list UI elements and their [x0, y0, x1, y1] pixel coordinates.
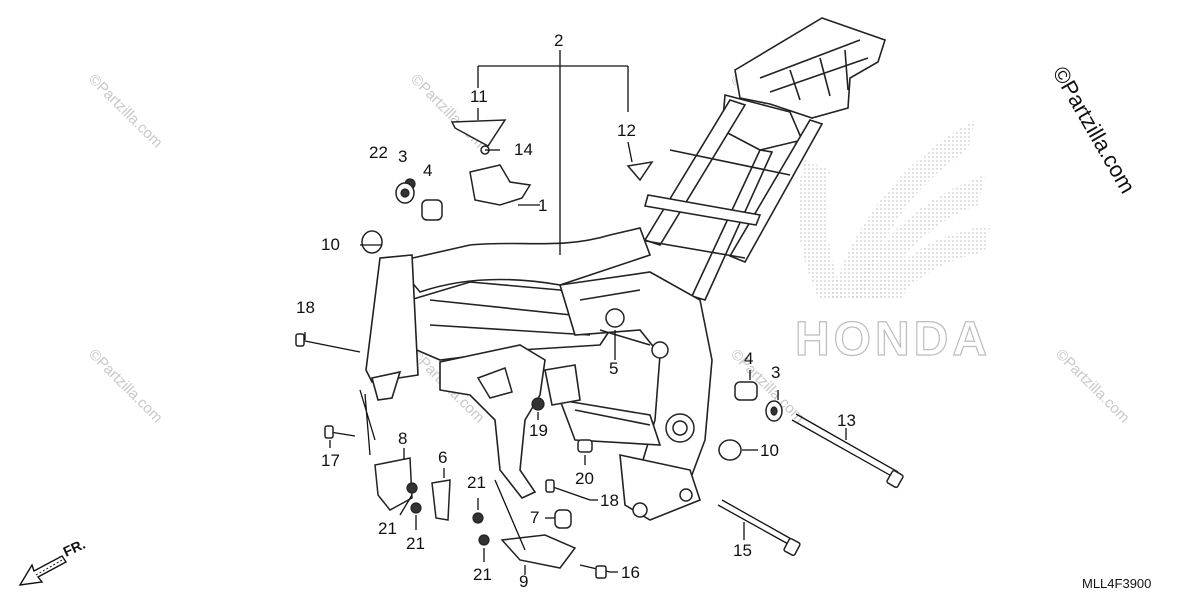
callout-1: 1 [538, 196, 547, 215]
callout-2: 2 [554, 31, 563, 50]
callout-21-d: 21 [473, 565, 492, 584]
callout-19: 19 [529, 421, 548, 440]
callout-11: 11 [470, 87, 488, 106]
part-18-bolt-bottom [549, 485, 591, 501]
part-13-bolt [791, 419, 896, 479]
part-1-bracket [469, 164, 532, 206]
callout-21-b: 21 [406, 534, 425, 553]
callout-4-right: 4 [744, 349, 753, 368]
part-8-bracket [374, 457, 413, 511]
callout-labels: 2 11 12 22 3 4 14 1 10 18 5 4 3 19 13 10… [296, 31, 856, 591]
watermark-1: ©Partzilla.com [85, 71, 166, 152]
part-21-nut-c [472, 512, 484, 524]
callout-3-right: 3 [771, 363, 780, 382]
callout-20: 20 [575, 469, 594, 488]
part-4-collar-top [421, 199, 443, 221]
callout-5: 5 [609, 359, 618, 378]
part-10-washer-right [718, 439, 742, 461]
callout-21-c: 21 [467, 473, 486, 492]
diagram-code: MLL4F3900 [1082, 576, 1151, 591]
part-4-collar-right [734, 381, 758, 401]
callout-22: 22 [369, 143, 388, 162]
callout-4-top: 4 [423, 161, 432, 180]
part-20-collar [577, 439, 593, 453]
parts-illustrations [295, 119, 904, 579]
frame-body-illustration [365, 17, 886, 521]
part-21-nut-a [406, 482, 418, 494]
callout-9: 9 [519, 572, 528, 591]
front-arrow-label: FR. [61, 536, 88, 560]
callout-10-right: 10 [760, 441, 779, 460]
watermark-7: ©Partzilla.com [1052, 346, 1133, 427]
part-19-nut [531, 397, 545, 411]
callout-10-top: 10 [321, 235, 340, 254]
honda-logo-text: HONDA [795, 313, 991, 366]
part-12-plate [626, 160, 654, 182]
part-11-tape [450, 119, 507, 147]
callout-15: 15 [733, 541, 752, 560]
callout-16: 16 [621, 563, 640, 582]
callout-18-bottom: 18 [600, 491, 619, 510]
callout-12: 12 [617, 121, 636, 140]
honda-wing-logo: HONDA [794, 120, 991, 367]
leader-lines [304, 50, 847, 575]
callout-13: 13 [837, 411, 856, 430]
part-21-nut-d [478, 534, 490, 546]
part-17-bolt [329, 431, 356, 437]
callout-7: 7 [530, 508, 539, 527]
front-direction-arrow: FR. [18, 536, 88, 586]
callout-3-top: 3 [398, 147, 407, 166]
callout-14: 14 [514, 140, 533, 159]
callout-17: 17 [321, 451, 340, 470]
callout-6: 6 [438, 448, 447, 467]
part-9-bracket [500, 534, 577, 569]
callout-18-top: 18 [296, 298, 315, 317]
part-7-collar [554, 509, 572, 529]
part-21-nut-b [410, 502, 422, 514]
part-10-washer-top [361, 230, 383, 254]
callout-8: 8 [398, 429, 407, 448]
part-6-bracket [431, 479, 451, 521]
brand-mark: ©Partzilla.com [1048, 62, 1141, 198]
part-18-bolt-left [299, 339, 361, 353]
part-15-bolt [717, 504, 791, 546]
watermark-4: ©Partzilla.com [85, 346, 166, 427]
callout-21-a: 21 [378, 519, 397, 538]
